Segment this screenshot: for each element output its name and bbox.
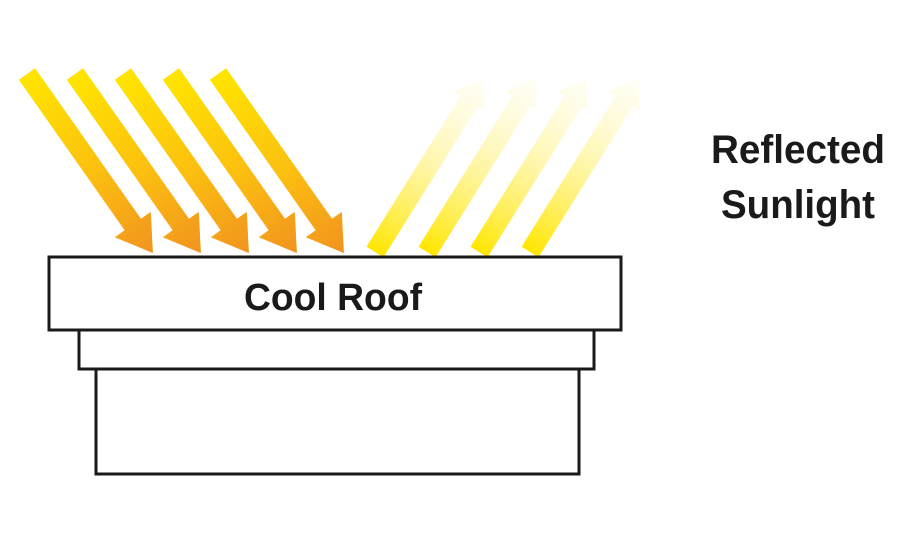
label-line-1: Reflected [711, 128, 885, 172]
cool-roof-label: Cool Roof [244, 277, 422, 319]
reflected-sunlight-arrows [359, 68, 654, 262]
building: Cool Roof [47, 255, 623, 476]
building-body [94, 366, 581, 476]
cool-roof-layer [47, 255, 623, 332]
reflected-sunlight-label: Reflected Sunlight [711, 128, 885, 227]
incoming-sunlight-arrows [9, 61, 362, 266]
building-ledge [77, 328, 596, 371]
label-line-2: Sunlight [721, 183, 875, 227]
